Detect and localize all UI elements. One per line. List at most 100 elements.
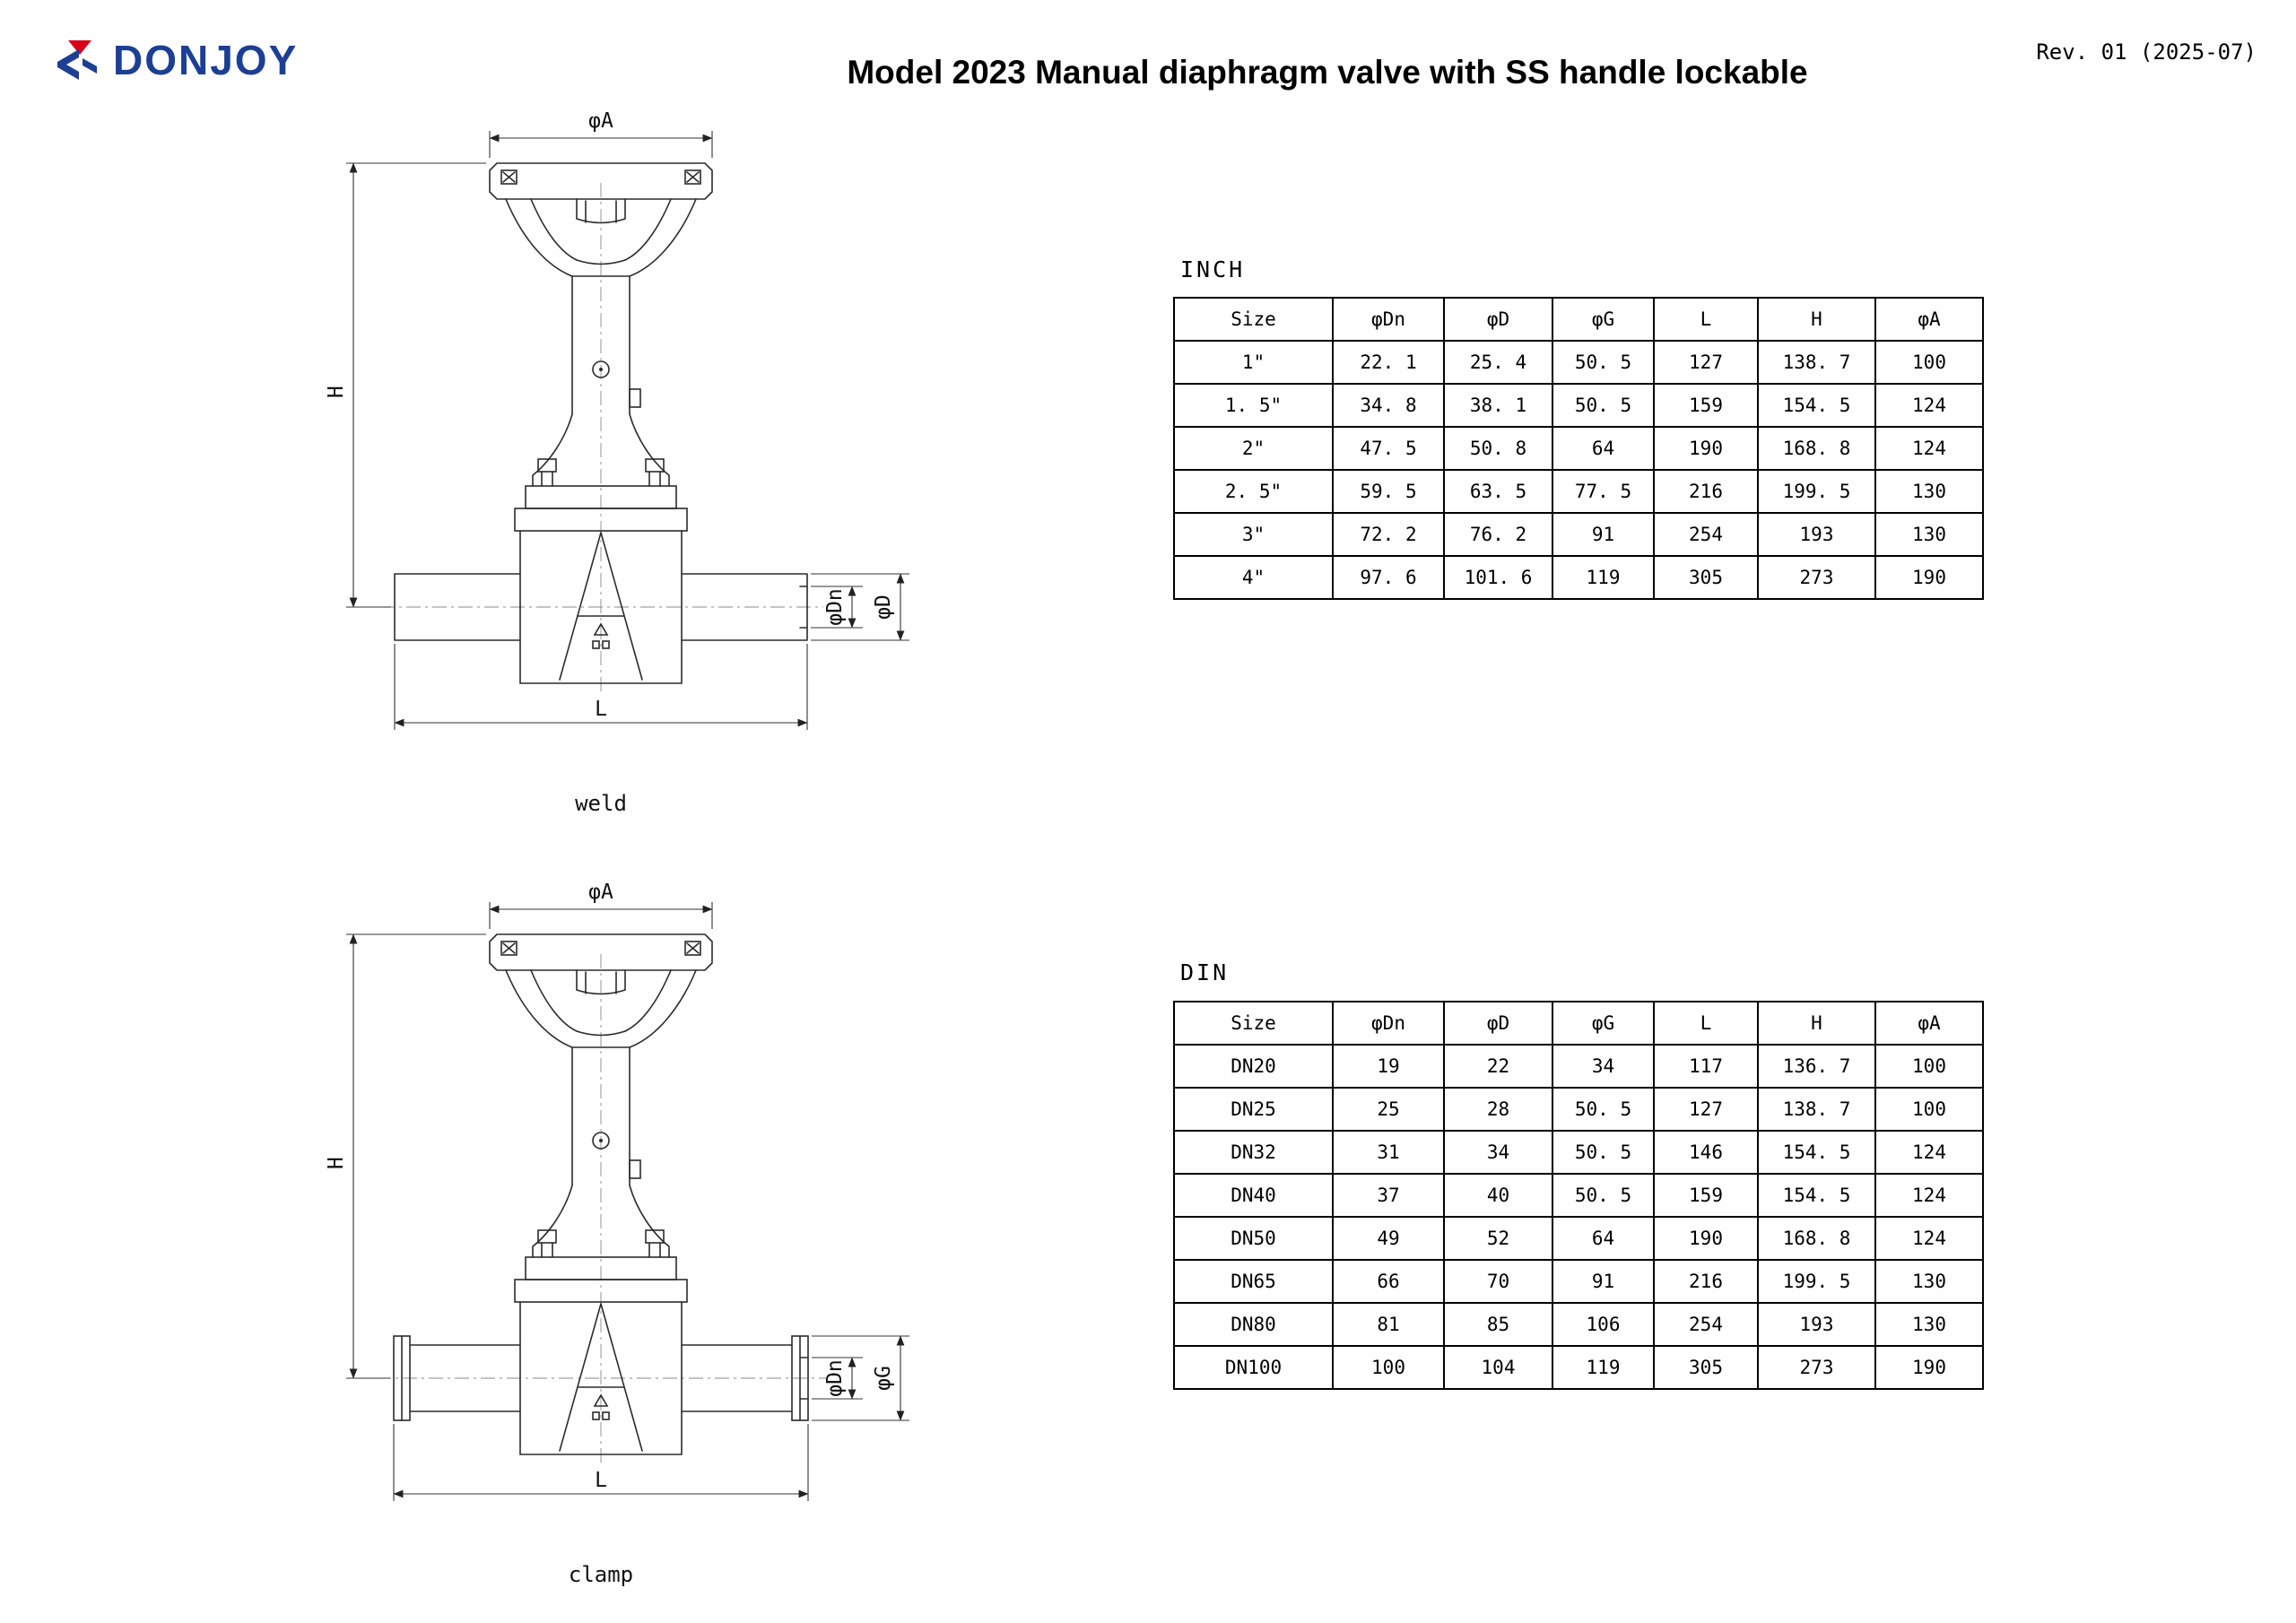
table-cell: 19: [1332, 1044, 1445, 1089]
clamp-drawing-svg: φA H φDn φG L clamp: [325, 881, 909, 1587]
dim-label-phiG: φG: [872, 1366, 895, 1391]
centerlines: [380, 183, 823, 694]
table-cell: 119: [1552, 555, 1655, 600]
table-cell: 97. 6: [1332, 555, 1445, 600]
table-cell: 159: [1653, 1173, 1759, 1218]
table-cell: 130: [1874, 1302, 1984, 1347]
column-header: Size: [1173, 297, 1334, 342]
table-cell: 100: [1874, 1087, 1984, 1132]
table-cell: DN80: [1173, 1302, 1334, 1347]
dimension-lines: [346, 902, 909, 1501]
table-cell: 130: [1874, 469, 1984, 514]
table-cell: 64: [1552, 1216, 1655, 1261]
din-table-label: DIN: [1180, 959, 1230, 985]
table-cell: 70: [1443, 1259, 1553, 1304]
centerlines: [377, 954, 827, 1465]
table-cell: 49: [1332, 1216, 1445, 1261]
table-cell: 168. 8: [1757, 1216, 1876, 1261]
table-cell: 91: [1552, 1259, 1655, 1304]
position-indicator: [629, 388, 641, 408]
table-cell: 28: [1443, 1087, 1553, 1132]
table-cell: 124: [1874, 1173, 1984, 1218]
table-cell: 47. 5: [1332, 426, 1445, 471]
weep-hole: [592, 360, 610, 378]
brand-name: DONJOY: [113, 37, 299, 83]
table-cell: DN25: [1173, 1087, 1334, 1132]
dim-label-phiDn: φDn: [823, 1359, 847, 1397]
table-cell: 146: [1653, 1130, 1759, 1175]
table-cell: 124: [1874, 426, 1984, 471]
weep-hole: [592, 1132, 610, 1150]
column-header: φG: [1552, 297, 1655, 342]
handle-lock-icon: [500, 941, 517, 956]
table-cell: 100: [1874, 340, 1984, 385]
table-cell: 154. 5: [1757, 1130, 1876, 1175]
valve-outline: [394, 162, 808, 684]
table-cell: 1": [1173, 340, 1334, 385]
table-cell: 254: [1653, 512, 1759, 557]
table-cell: 106: [1552, 1302, 1655, 1347]
column-header: φA: [1874, 1001, 1984, 1046]
table-cell: 190: [1874, 1345, 1984, 1390]
table-cell: 124: [1874, 383, 1984, 428]
table-cell: 50. 5: [1552, 383, 1655, 428]
table-cell: 31: [1332, 1130, 1445, 1175]
table-cell: 38. 1: [1443, 383, 1553, 428]
table-cell: 34: [1552, 1044, 1655, 1089]
position-indicator: [629, 1159, 641, 1179]
column-header: H: [1757, 297, 1876, 342]
table-cell: 130: [1874, 512, 1984, 557]
table-cell: 130: [1874, 1259, 1984, 1304]
table-cell: 190: [1874, 555, 1984, 600]
dim-label-phiD: φD: [872, 595, 895, 620]
table-cell: 37: [1332, 1173, 1445, 1218]
column-header: φD: [1443, 1001, 1553, 1046]
column-header: φDn: [1332, 1001, 1445, 1046]
dim-label-L: L: [595, 1469, 607, 1492]
handle-lock-icon: [684, 169, 701, 185]
column-header: L: [1653, 297, 1759, 342]
table-cell: 199. 5: [1757, 1259, 1876, 1304]
table-cell: 100: [1332, 1345, 1445, 1390]
table-cell: 34: [1443, 1130, 1553, 1175]
table-cell: 190: [1653, 1216, 1759, 1261]
table-cell: 216: [1653, 1259, 1759, 1304]
revision-label: Rev. 01 (2025-07): [2036, 39, 2257, 65]
table-cell: 138. 7: [1757, 1087, 1876, 1132]
table-cell: 101. 6: [1443, 555, 1553, 600]
weld-drawing-svg: φA H φDn φD L weld: [325, 109, 909, 816]
table-cell: DN50: [1173, 1216, 1334, 1261]
table-cell: 50. 5: [1552, 340, 1655, 385]
handle-lock-icon: [500, 169, 517, 185]
valve-outline: [393, 933, 809, 1455]
table-cell: 72. 2: [1332, 512, 1445, 557]
dim-label-L: L: [595, 698, 607, 721]
table-cell: 50. 5: [1552, 1130, 1655, 1175]
dim-label-phiDn: φDn: [823, 588, 847, 626]
table-cell: 64: [1552, 426, 1655, 471]
table-cell: 91: [1552, 512, 1655, 557]
table-cell: DN65: [1173, 1259, 1334, 1304]
table-cell: 25. 4: [1443, 340, 1553, 385]
table-cell: 127: [1653, 340, 1759, 385]
table-cell: DN32: [1173, 1130, 1334, 1175]
bonnet-bolts: [537, 458, 665, 487]
table-cell: 81: [1332, 1302, 1445, 1347]
table-cell: 193: [1757, 512, 1876, 557]
table-cell: 193: [1757, 1302, 1876, 1347]
column-header: H: [1757, 1001, 1876, 1046]
column-header: Size: [1173, 1001, 1334, 1046]
